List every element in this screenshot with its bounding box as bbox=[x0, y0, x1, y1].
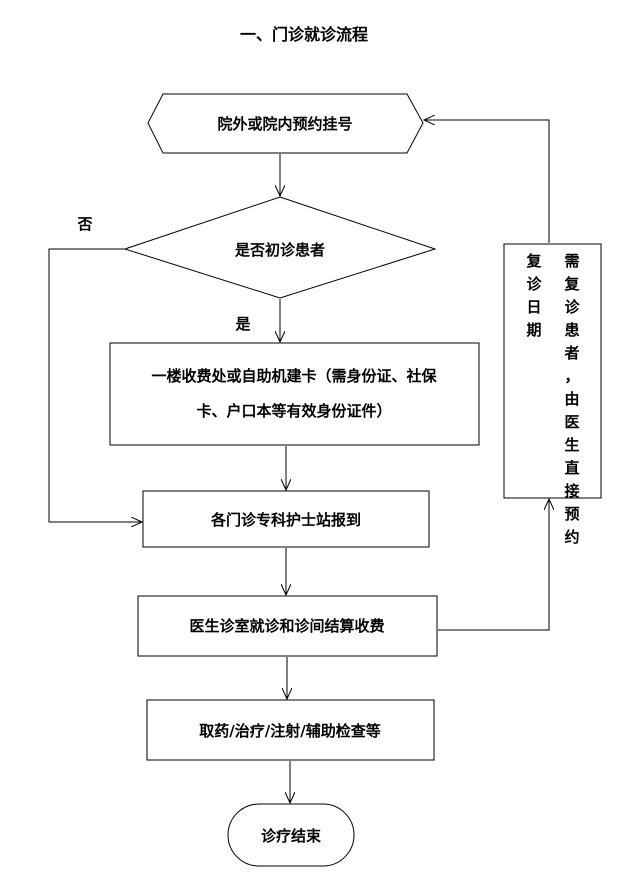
decision-node: 是否初诊患者 bbox=[123, 196, 437, 299]
treatment-label: 取药/治疗/注射/辅助检查等 bbox=[199, 722, 380, 740]
checkin-label: 各门诊专科护士站报到 bbox=[210, 511, 361, 529]
decision-shape bbox=[123, 196, 437, 299]
checkin-node: 各门诊专科护士站报到 bbox=[142, 490, 430, 548]
treatment-node: 取药/治疗/注射/辅助检查等 bbox=[146, 699, 435, 761]
followup-shape bbox=[503, 243, 602, 499]
followup-label-col1: 需复诊患者，由医生直接预约 bbox=[563, 252, 580, 546]
end-shape bbox=[227, 803, 355, 867]
connector-decision-no-checkin bbox=[48, 248, 142, 522]
connector-consult-followup bbox=[438, 499, 549, 631]
connector-followup-appointment bbox=[424, 120, 550, 243]
end-label: 诊疗结束 bbox=[261, 827, 322, 845]
appointment-label: 院外或院内预约挂号 bbox=[217, 115, 352, 133]
followup-node: 需复诊患者，由医生直接预约 复诊日期 bbox=[503, 243, 602, 546]
treatment-shape bbox=[146, 699, 435, 761]
consult-node: 医生诊室就诊和诊间结算收费 bbox=[137, 595, 438, 657]
yes-label: 是 bbox=[234, 315, 251, 333]
followup-label-col2: 复诊日期 bbox=[525, 252, 542, 339]
card-label-line2: 卡、户口本等有效身份证件） bbox=[196, 402, 391, 420]
card-node: 一楼收费处或自助机建卡（需身份证、社保 卡、户口本等有效身份证件） bbox=[109, 342, 480, 446]
page-title: 一、门诊就诊流程 bbox=[240, 25, 368, 44]
card-shape bbox=[109, 342, 480, 446]
appointment-shape bbox=[147, 93, 424, 154]
consult-label: 医生诊室就诊和诊间结算收费 bbox=[189, 617, 384, 635]
card-label-line1: 一楼收费处或自助机建卡（需身份证、社保 bbox=[151, 367, 437, 385]
checkin-shape bbox=[142, 490, 430, 548]
appointment-node: 院外或院内预约挂号 bbox=[147, 93, 424, 154]
consult-shape bbox=[137, 595, 438, 657]
end-node: 诊疗结束 bbox=[227, 803, 355, 867]
no-label: 否 bbox=[76, 215, 92, 233]
decision-label: 是否初诊患者 bbox=[234, 241, 325, 259]
